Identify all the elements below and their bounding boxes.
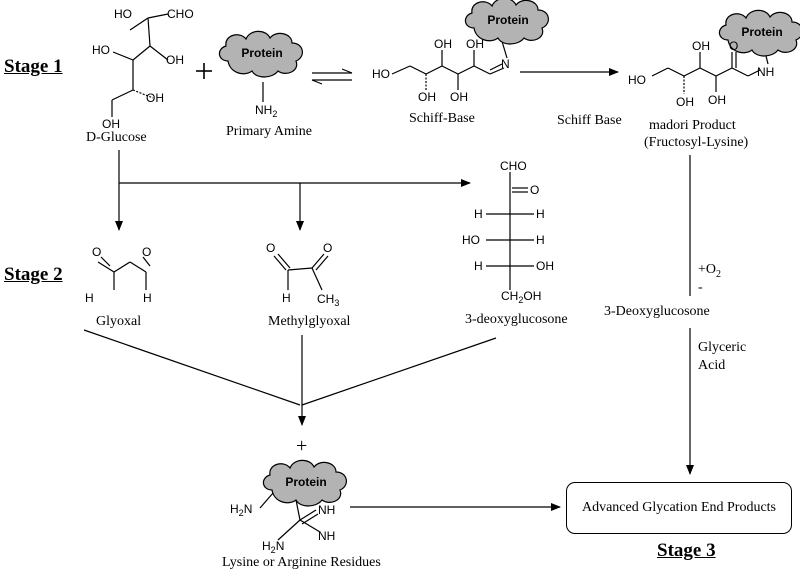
d-glucose-atoms: HO CHO HO OH OH OH	[92, 7, 194, 131]
schiff-base-arrow-label: Schiff Base	[557, 113, 622, 128]
convergence-lines	[83, 329, 497, 426]
svg-text:CH3: CH3	[317, 292, 339, 308]
svg-text:O: O	[266, 241, 275, 255]
svg-text:H: H	[143, 291, 152, 305]
amadori-product-label: madori Product	[649, 118, 736, 133]
svg-text:H2N: H2N	[262, 539, 284, 555]
glyceric-acid-label-2: Acid	[698, 358, 726, 373]
svg-text:NH: NH	[318, 529, 335, 543]
protein-label-amine: Protein	[241, 46, 282, 60]
svg-text:O: O	[92, 245, 101, 259]
svg-text:OH: OH	[102, 117, 120, 131]
glyoxal-label: Glyoxal	[96, 314, 142, 329]
svg-text:H: H	[536, 207, 545, 221]
deoxyglucosone-fischer-structure	[486, 172, 534, 290]
svg-text:OH: OH	[466, 37, 484, 51]
svg-text:O: O	[142, 245, 151, 259]
glyoxal-atoms: O O H H	[85, 245, 152, 305]
svg-text:H: H	[474, 207, 483, 221]
stage-1-label: Stage 1	[4, 56, 63, 77]
svg-text:OH: OH	[166, 53, 184, 67]
schiff-base-label: Schiff-Base	[409, 111, 475, 126]
amadori-atoms: HO OH OH OH O NH	[628, 39, 774, 109]
plus-sign-stage-1	[196, 63, 212, 79]
svg-text:OH: OH	[676, 95, 694, 109]
schiff-base-atoms: HO OH OH OH OH N	[372, 37, 510, 104]
stage-3-label: Stage 3	[657, 540, 716, 561]
d-glucose-label: D-Glucose	[86, 130, 147, 145]
svg-text:CHO: CHO	[500, 159, 527, 173]
svg-text:H2N: H2N	[230, 502, 252, 518]
methylglyoxal-structure	[273, 253, 329, 291]
protein-label-schiff: Protein	[487, 13, 528, 27]
equilibrium-arrows	[311, 68, 353, 85]
svg-text:OH: OH	[418, 90, 436, 104]
svg-text:HO: HO	[92, 43, 110, 57]
svg-text:CH2OH: CH2OH	[501, 289, 541, 305]
lysine-arginine-structure	[259, 484, 321, 541]
deoxyglucosone-atoms: CHO O H H HO H H OH CH2OH	[462, 159, 554, 305]
svg-text:HO: HO	[114, 7, 132, 21]
svg-text:HO: HO	[462, 233, 480, 247]
oxygen-reagent-label: +O2	[698, 262, 722, 280]
fructosyl-lysine-label: (Fructosyl-Lysine)	[644, 135, 749, 150]
svg-text:O: O	[323, 241, 332, 255]
svg-text:NH: NH	[757, 65, 774, 79]
svg-text:H: H	[474, 259, 483, 273]
svg-text:OH: OH	[692, 39, 710, 53]
glucose-branch-arrows	[115, 150, 471, 231]
stage-2-label: Stage 2	[4, 264, 63, 285]
plus-sign-stage-3: +	[296, 435, 307, 457]
svg-text:OH: OH	[434, 37, 452, 51]
svg-text:O: O	[530, 183, 539, 197]
svg-text:OH: OH	[146, 91, 164, 105]
svg-text:H: H	[282, 291, 291, 305]
svg-text:H: H	[536, 233, 545, 247]
protein-label-residues: Protein	[285, 475, 326, 489]
protein-label-amadori: Protein	[741, 25, 782, 39]
glyoxal-structure	[97, 256, 151, 290]
svg-text:OH: OH	[536, 259, 554, 273]
methylglyoxal-label: Methylglyoxal	[268, 314, 351, 329]
svg-text:OH: OH	[450, 90, 468, 104]
deoxyglucosone-right-label: 3-Deoxyglucosone	[604, 304, 710, 319]
svg-text:H: H	[85, 291, 94, 305]
glyceric-acid-label-1: Glyceric	[698, 340, 747, 355]
residue-atoms: H2N NH H2N NH	[230, 502, 335, 555]
svg-text:NH: NH	[318, 503, 335, 517]
svg-text:OH: OH	[708, 93, 726, 107]
lysine-arginine-label: Lysine or Arginine Residues	[222, 555, 381, 570]
svg-text:O: O	[729, 39, 738, 53]
primary-amine-label: Primary Amine	[226, 124, 312, 139]
amine-nh2: NH2	[255, 103, 277, 119]
schiff-base-structure	[391, 37, 508, 90]
methylglyoxal-atoms: O O H CH3	[266, 241, 339, 308]
age-label: Advanced Glycation End Products	[581, 500, 776, 515]
advanced-glycation-end-products-box: Advanced Glycation End Products	[566, 482, 792, 534]
minus-label: -	[698, 280, 703, 295]
svg-text:HO: HO	[628, 73, 646, 87]
d-glucose-structure	[111, 13, 169, 117]
svg-text:N: N	[501, 57, 510, 71]
svg-text:CHO: CHO	[167, 7, 194, 21]
svg-text:HO: HO	[372, 67, 390, 81]
deoxyglucosone-lower-label: 3-deoxyglucosone	[465, 312, 568, 327]
